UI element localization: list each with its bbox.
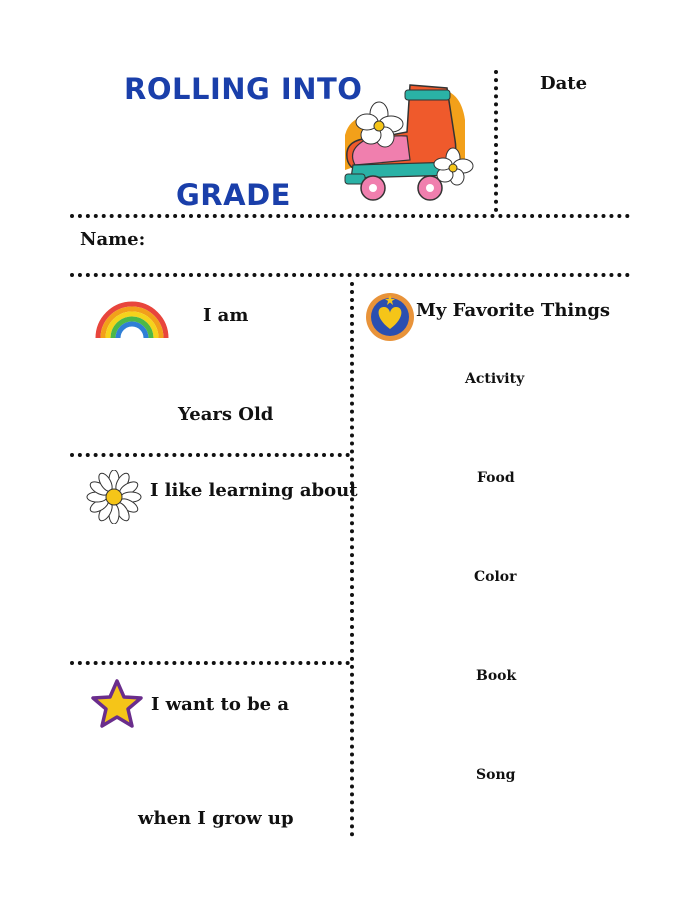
title-line-1: ROLLING INTO bbox=[124, 72, 363, 106]
favorite-book: Book bbox=[476, 668, 517, 684]
grow-up-label: when I grow up bbox=[138, 808, 294, 829]
title-line-2: GRADE bbox=[176, 178, 291, 212]
i-am-label: I am bbox=[203, 305, 249, 326]
name-label: Name: bbox=[80, 229, 146, 250]
favorite-food: Food bbox=[477, 470, 515, 486]
learning-separator bbox=[70, 661, 350, 665]
header-separator bbox=[70, 214, 630, 218]
daisy-icon bbox=[86, 470, 142, 524]
date-label: Date bbox=[540, 73, 588, 94]
learning-label: I like learning about bbox=[150, 480, 358, 501]
rainbow-icon bbox=[95, 301, 169, 339]
roller-skate-icon bbox=[344, 84, 474, 201]
future-label: I want to be a bbox=[151, 694, 290, 715]
header-divider bbox=[494, 70, 498, 212]
center-divider bbox=[350, 282, 354, 837]
heart-badge-icon bbox=[366, 293, 414, 341]
favorite-activity: Activity bbox=[465, 371, 525, 387]
favorite-color: Color bbox=[474, 569, 517, 585]
favorites-title: My Favorite Things bbox=[416, 300, 611, 321]
favorite-song: Song bbox=[476, 767, 516, 783]
age-separator bbox=[70, 453, 350, 457]
years-old-label: Years Old bbox=[178, 404, 274, 425]
star-icon bbox=[91, 679, 143, 728]
name-separator bbox=[70, 273, 630, 277]
